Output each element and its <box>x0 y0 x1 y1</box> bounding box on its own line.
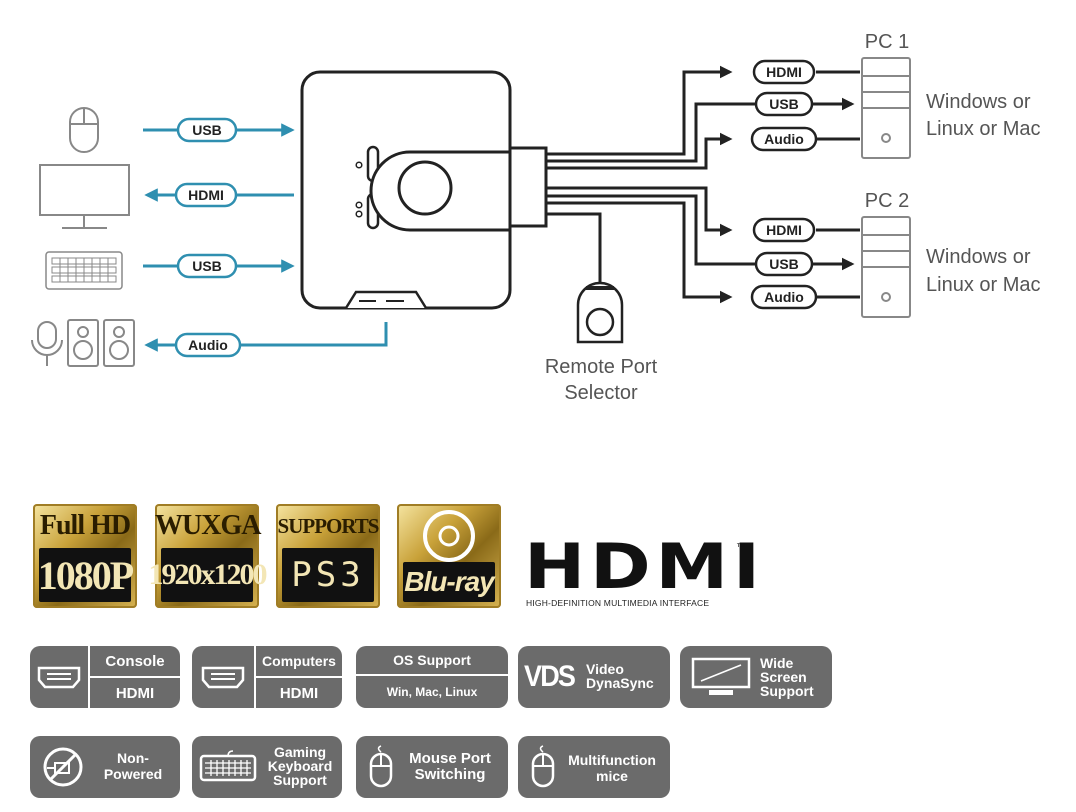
feature-line1: Video <box>586 661 624 677</box>
pc-cables <box>546 65 860 304</box>
feature-line1: Mouse Port <box>409 750 491 767</box>
hdmi-port-icon <box>192 646 254 708</box>
feature-console-hdmi: Console HDMI <box>30 646 180 708</box>
no-power-icon <box>34 736 92 798</box>
pc2-audio-pill: Audio <box>750 284 818 310</box>
hdmi-port-icon <box>30 646 88 708</box>
widescreen-icon <box>688 646 754 708</box>
svg-text:Audio: Audio <box>188 337 228 353</box>
badge-full-hd: Full HD 1080P <box>33 504 137 608</box>
badge-blu-ray: Blu-ray <box>397 504 501 608</box>
keyboard-icon <box>198 736 258 798</box>
feature-line2: mice <box>596 768 628 784</box>
svg-text:Audio: Audio <box>764 289 804 305</box>
svg-text:USB: USB <box>192 258 222 274</box>
pc1-usb-pill: USB <box>754 91 814 117</box>
pc2-usb-pill: USB <box>754 251 814 277</box>
hdmi-logo: HDMI ™ HIGH-DEFINITION MULTIMEDIA INTERF… <box>524 530 760 610</box>
pc2-tower-icon <box>861 216 911 318</box>
feature-os-support: OS Support Win, Mac, Linux <box>356 646 508 708</box>
remote-label-line2: Selector <box>564 382 638 404</box>
feature-line3: Support <box>273 772 327 788</box>
vds-logo: VDS <box>524 660 576 693</box>
feature-computers-hdmi: Computers HDMI <box>192 646 342 708</box>
hdmi-trademark: ™ <box>736 542 746 553</box>
feature-multifunction-mice: Multifunction mice <box>518 736 670 798</box>
svg-text:HDMI: HDMI <box>766 222 802 238</box>
keyboard-icon <box>45 251 123 290</box>
pc1-audio-pill: Audio <box>750 126 818 152</box>
feature-non-powered: Non- Powered <box>30 736 180 798</box>
feature-line2: Screen <box>760 669 807 685</box>
pc1-tower-icon <box>861 57 911 159</box>
pc2-os-line2: Linux or Mac <box>926 274 1041 296</box>
pc2-hdmi-pill: HDMI <box>752 217 816 243</box>
speakers-mic-icon <box>31 319 135 367</box>
svg-text:USB: USB <box>769 256 799 272</box>
feature-line2: Switching <box>414 766 486 783</box>
svg-text:USB: USB <box>769 96 799 112</box>
pc2-os-line1: Windows or <box>926 246 1031 268</box>
feature-line1: Multifunction <box>568 752 656 768</box>
feature-line2: DynaSync <box>586 675 654 691</box>
remote-label-line1: Remote Port <box>545 356 658 378</box>
feature-gaming-keyboard: Gaming Keyboard Support <box>192 736 342 798</box>
usb-pill-2: USB <box>176 253 238 279</box>
feature-wide-screen: Wide Screen Support <box>680 646 832 708</box>
pc2-title: PC 2 <box>865 190 909 212</box>
kvm-switch <box>300 70 548 310</box>
hdmi-pill-left: HDMI <box>174 182 238 208</box>
mouse-icon <box>526 736 560 798</box>
feature-video-dynasync: VDS Video DynaSync <box>518 646 670 708</box>
usb-pill-1: USB <box>176 117 238 143</box>
pc1-hdmi-pill: HDMI <box>752 59 816 85</box>
connection-diagram: USB HDMI USB Audio Remote Port Selector <box>31 31 1041 404</box>
mouse-icon <box>364 736 398 798</box>
pc1-os-line1: Windows or <box>926 91 1031 113</box>
remote-port-selector <box>546 212 624 344</box>
feature-mouse-port-switching: Mouse Port Switching <box>356 736 508 798</box>
svg-text:HDMI: HDMI <box>188 187 224 203</box>
pc1-os-line2: Linux or Mac <box>926 118 1041 140</box>
hdmi-logo-text: HDMI <box>524 530 765 603</box>
feature-line3: Support <box>760 683 814 699</box>
audio-pill-left: Audio <box>174 332 242 358</box>
monitor-icon <box>39 164 130 229</box>
svg-text:Audio: Audio <box>764 131 804 147</box>
feature-line2: Keyboard <box>267 758 333 774</box>
feature-line1: Non- <box>117 750 149 766</box>
feature-line1: Gaming <box>273 744 327 760</box>
svg-text:USB: USB <box>192 122 222 138</box>
pc1-title: PC 1 <box>865 31 909 53</box>
mouse-icon <box>69 107 99 153</box>
feature-line2: Powered <box>103 766 163 782</box>
badge-wuxga: WUXGA 1920x1200 <box>149 504 268 608</box>
hdmi-tagline: HIGH-DEFINITION MULTIMEDIA INTERFACE <box>526 598 710 608</box>
svg-text:HDMI: HDMI <box>766 64 802 80</box>
badge-ps3: SUPPORTS PS3 <box>276 504 380 608</box>
feature-line1: Wide <box>760 655 794 671</box>
disc-icon <box>423 510 475 562</box>
